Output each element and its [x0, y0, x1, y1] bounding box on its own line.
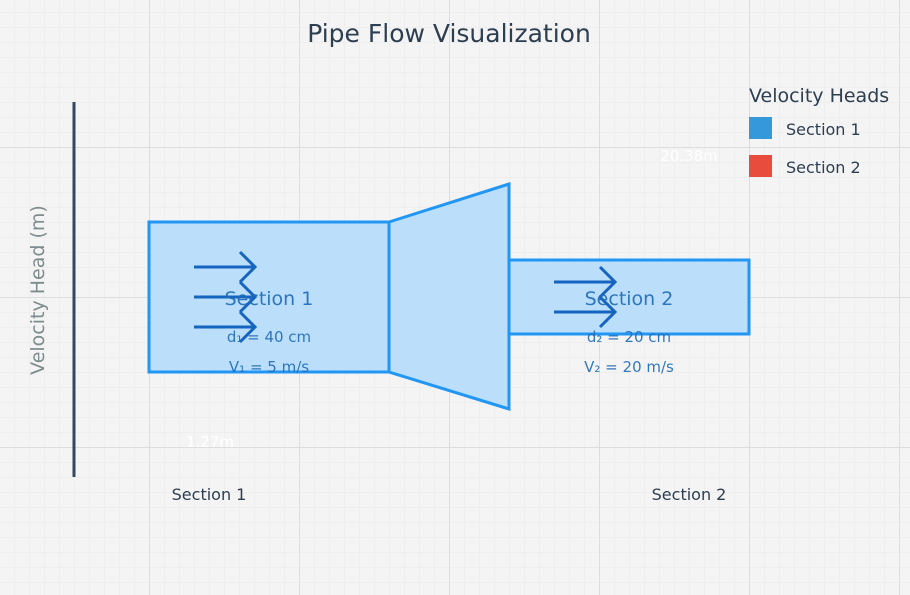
flow-arrow-icon [554, 265, 618, 299]
legend-label-section-2[interactable]: Section 2 [786, 158, 861, 177]
flow-arrow-icon [194, 250, 258, 284]
flow-arrows-section-1 [194, 250, 258, 344]
bar-value-label-section-2: 20.38m [660, 147, 718, 165]
x-label-section-1: Section 1 [172, 485, 247, 504]
legend-swatch-section-1 [749, 117, 772, 139]
section-1-velocity: V₁ = 5 m/s [229, 358, 309, 376]
x-label-section-2: Section 2 [652, 485, 727, 504]
section-2-diameter: d₂ = 20 cm [587, 328, 671, 346]
pipe-transition [387, 181, 511, 412]
section-2-name: Section 2 [585, 288, 674, 310]
section-2-velocity: V₂ = 20 m/s [584, 358, 674, 376]
legend: Velocity Heads Section 1 Section 2 [749, 85, 889, 177]
pipe-section-1 [147, 220, 391, 374]
section-1-name: Section 1 [225, 288, 314, 310]
legend-title: Velocity Heads [749, 85, 889, 107]
flow-arrow-icon [194, 310, 258, 344]
bar-value-label-section-1: 1.27m [186, 433, 234, 451]
section-1-diameter: d₁ = 40 cm [227, 328, 311, 346]
legend-swatch-section-2 [749, 155, 772, 177]
flow-arrow-icon [554, 295, 618, 329]
flow-arrow-icon [194, 280, 258, 314]
chart-title: Pipe Flow Visualization [307, 19, 591, 48]
flow-arrows-section-2 [554, 265, 618, 329]
pipe-section-2 [507, 258, 751, 336]
y-axis-label: Velocity Head (m) [27, 205, 49, 375]
legend-label-section-1[interactable]: Section 1 [786, 120, 861, 139]
